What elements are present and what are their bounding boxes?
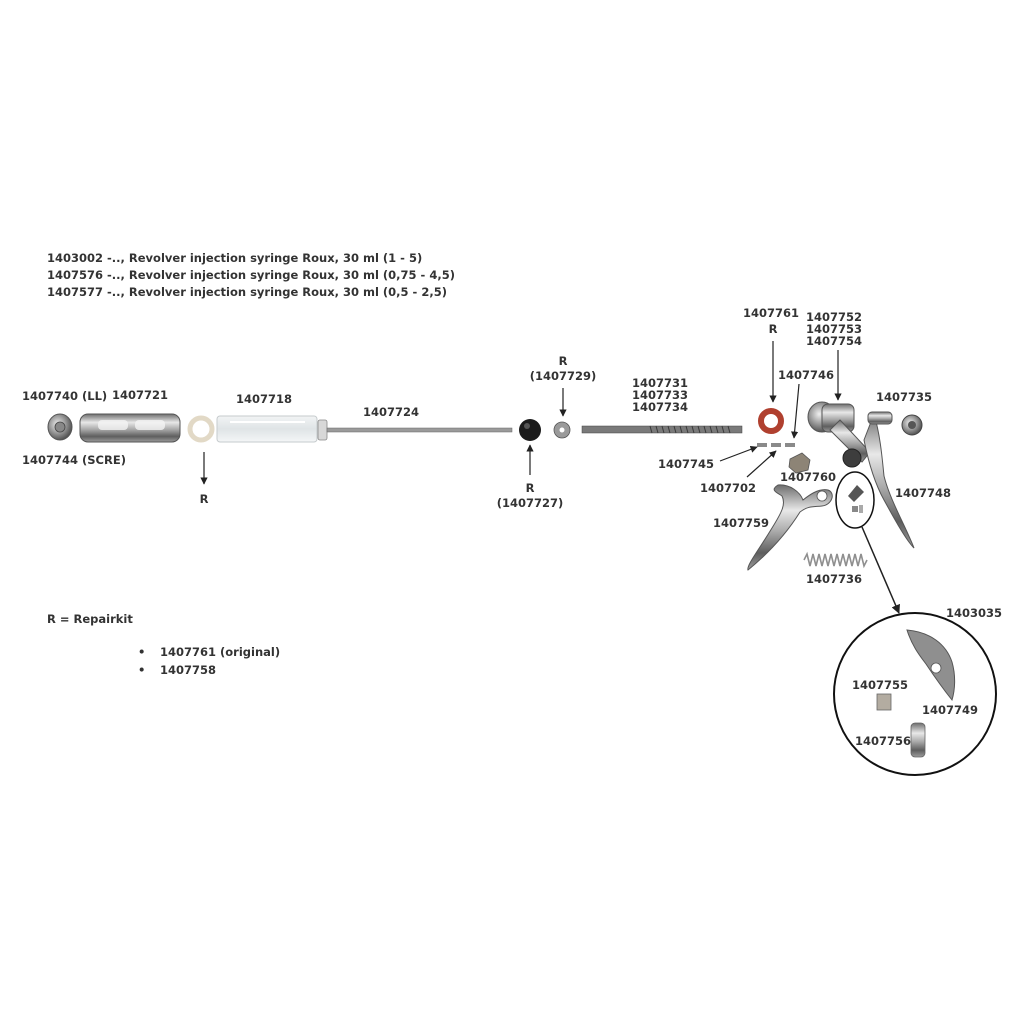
spring-part <box>803 551 868 569</box>
detail-circle-large <box>833 612 997 776</box>
label-1407760: 1407760 <box>780 470 837 484</box>
label-1407748: 1407748 <box>895 486 952 500</box>
title-line-3: 1407577 -.., Revolver injection syringe … <box>47 285 447 299</box>
seal-ring-part <box>187 415 215 443</box>
label-1407735: 1407735 <box>876 390 933 404</box>
arrow-1407702 <box>746 450 777 478</box>
label-1407744: 1407744 (SCRE) <box>22 453 126 467</box>
legend-item-2: 1407758 <box>138 663 216 677</box>
red-seal-part <box>758 408 784 434</box>
label-1407727: (1407727) <box>496 496 564 510</box>
label-1407759: 1407759 <box>713 516 770 530</box>
washer-part <box>553 421 571 439</box>
label-1407734: 1407734 <box>632 400 689 414</box>
label-1407718: 1407718 <box>236 392 293 406</box>
label-1407733: 1407733 <box>632 388 689 402</box>
label-1407745: 1407745 <box>658 457 715 471</box>
threaded-rod-part <box>581 425 743 434</box>
label-1407756: 1407756 <box>855 734 912 748</box>
label-1407740: 1407740 (LL) <box>22 389 108 403</box>
glass-cylinder-part <box>216 415 318 443</box>
label-1407721: 1407721 <box>112 388 169 402</box>
label-1407702: 1407702 <box>700 481 757 495</box>
title-line-1: 1403002 -.., Revolver injection syringe … <box>47 251 423 265</box>
label-1407754: 1407754 <box>806 334 863 348</box>
small-pins-part <box>757 443 795 447</box>
black-piston-part <box>519 419 541 441</box>
label-1407752: 1407752 <box>806 310 863 324</box>
label-1407731: 1407731 <box>632 376 689 390</box>
label-repair-left: R <box>199 492 209 506</box>
label-repair-top: R <box>558 354 568 368</box>
label-repair-1407761: R <box>768 322 778 336</box>
label-1407761: 1407761 <box>743 306 800 320</box>
label-1403035: 1403035 <box>946 606 1003 620</box>
legend-repairkit: R = Repairkit <box>47 612 133 626</box>
label-1407749: 1407749 <box>922 703 979 717</box>
arrow-1407746 <box>791 383 800 439</box>
label-1407746: 1407746 <box>778 368 835 382</box>
housing-part <box>79 413 181 443</box>
label-1407753: 1407753 <box>806 322 863 336</box>
detail-circle-small <box>835 471 875 529</box>
piston-rod-part <box>317 419 513 441</box>
title-line-2: 1407576 -.., Revolver injection syringe … <box>47 268 455 282</box>
nut-part <box>788 452 811 474</box>
trigger-part <box>747 484 833 571</box>
revolver-body-part <box>807 401 915 549</box>
label-1407729: (1407729) <box>529 369 597 383</box>
label-1407724: 1407724 <box>363 405 420 419</box>
arrow-1407745 <box>719 445 758 462</box>
label-1407736: 1407736 <box>806 572 863 586</box>
nozzle-part <box>47 413 73 441</box>
cap-part <box>901 414 923 436</box>
legend-item-1: 1407761 (original) <box>138 645 280 659</box>
arrow-detail <box>861 526 900 614</box>
label-repair-bottom: R <box>525 481 535 495</box>
label-1407755: 1407755 <box>852 678 909 692</box>
